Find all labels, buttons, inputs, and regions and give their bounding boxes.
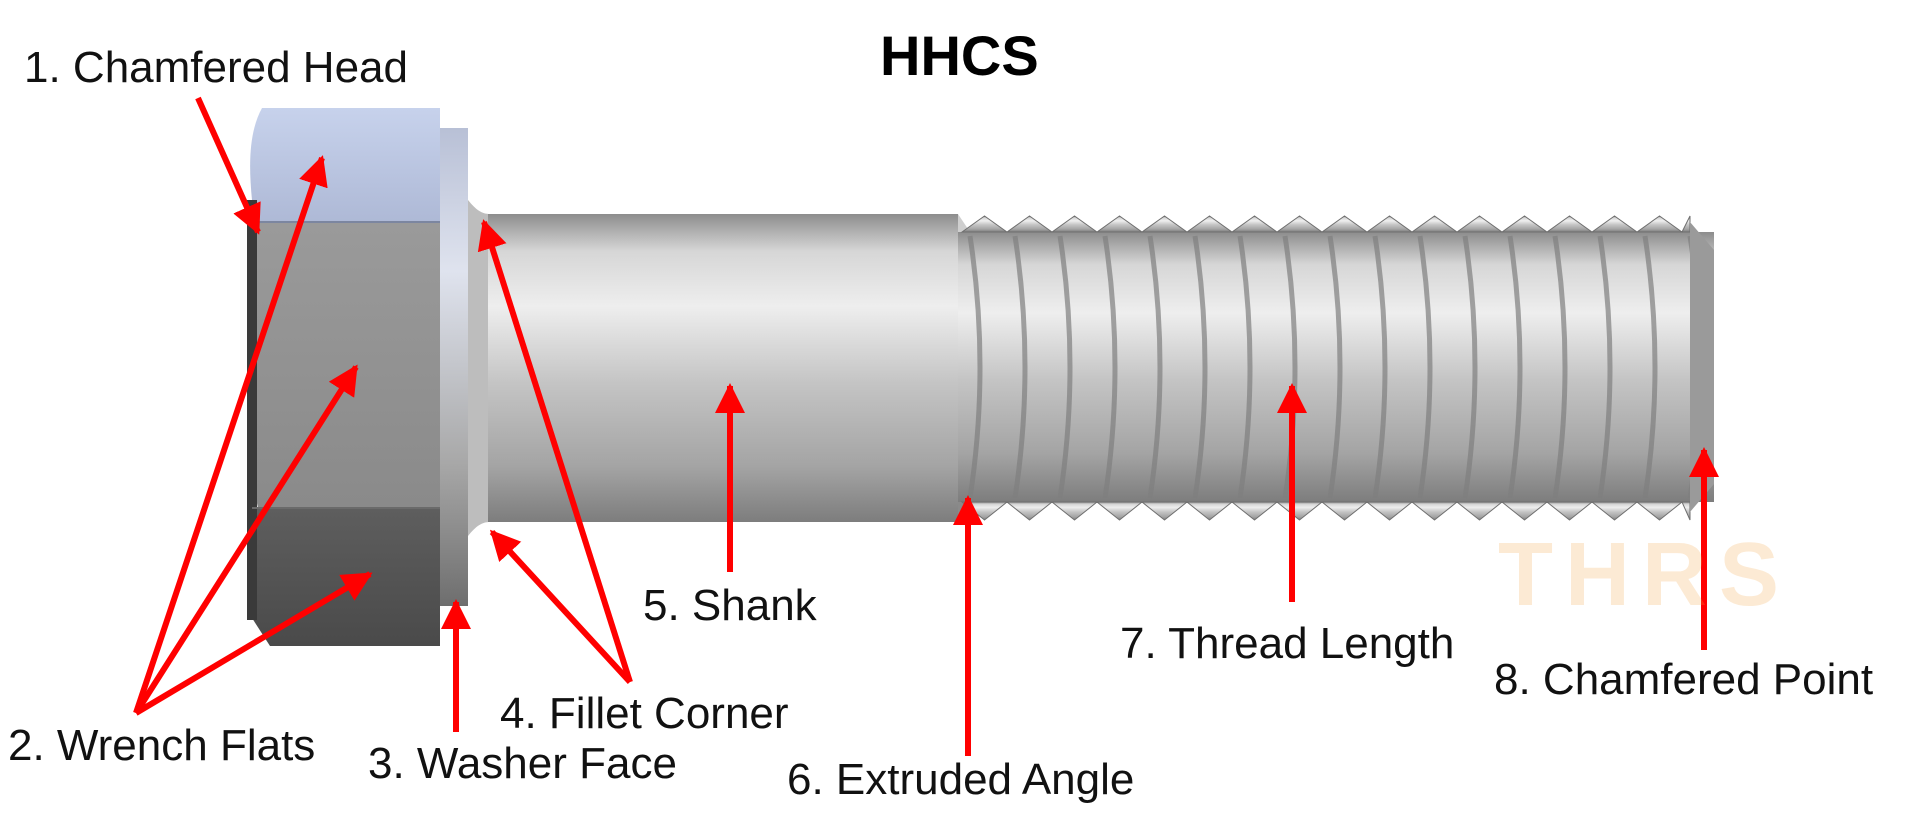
- label-chamfered-head: 1. Chamfered Head: [24, 43, 408, 92]
- label-thread-length: 7. Thread Length: [1120, 619, 1455, 668]
- label-shank: 5. Shank: [643, 581, 817, 630]
- diagram-title: HHCS: [880, 24, 1039, 87]
- bolt-shank: [488, 214, 958, 522]
- leader-arrows: [133, 96, 1719, 756]
- arrow-wrench-flats-top: [133, 155, 328, 714]
- bolt-head: [247, 108, 440, 646]
- arrow-wrench-flats-bot: [134, 571, 373, 716]
- bolt-thread: [958, 214, 1714, 522]
- arrow-wrench-flats-mid: [133, 364, 359, 715]
- arrow-chamfered-head: [195, 96, 261, 235]
- label-chamfered-point: 8. Chamfered Point: [1494, 655, 1874, 704]
- label-extruded-angle: 6. Extruded Angle: [787, 755, 1135, 804]
- thrs-watermark: THRS: [1498, 525, 1791, 625]
- arrow-fillet-corner-top: [477, 219, 633, 683]
- washer-face: [440, 128, 468, 606]
- arrow-fillet-corner-bot: [489, 529, 633, 685]
- fillet-corner: [468, 200, 490, 536]
- label-fillet-corner: 4. Fillet Corner: [500, 689, 789, 738]
- label-wrench-flats: 2. Wrench Flats: [8, 721, 316, 770]
- label-washer-face: 3. Washer Face: [368, 739, 677, 788]
